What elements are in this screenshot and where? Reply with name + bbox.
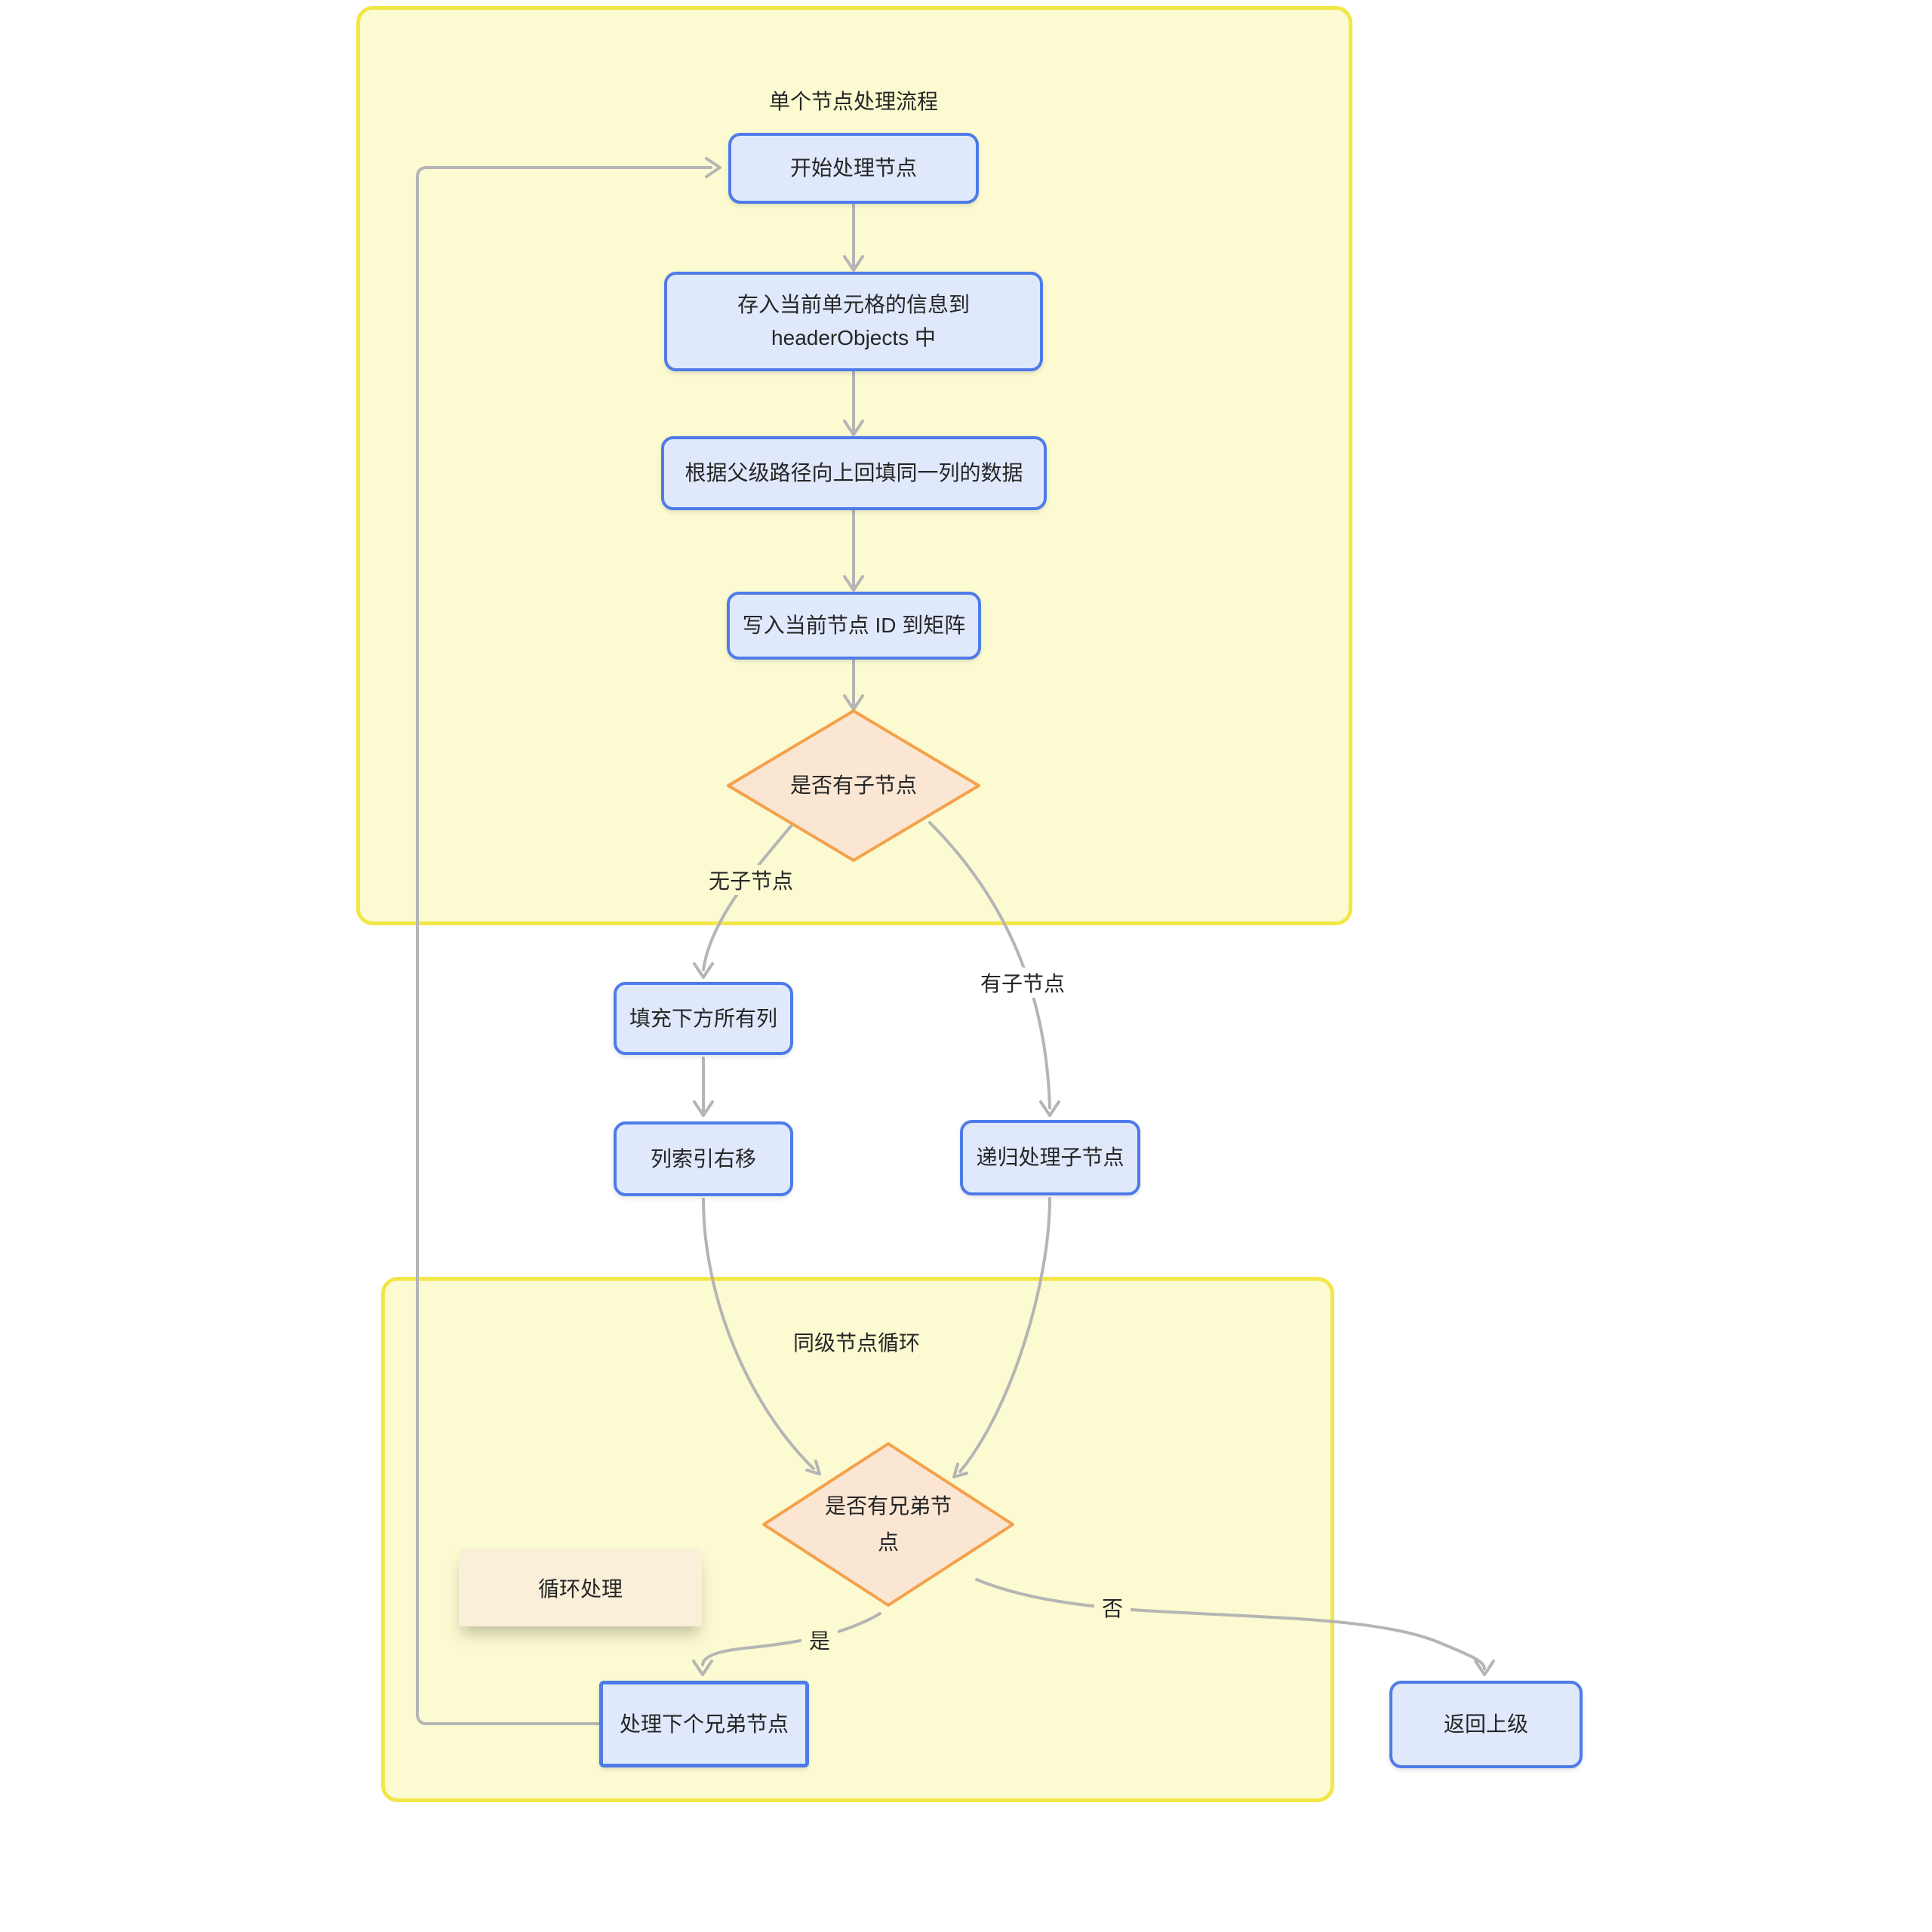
edge-backfill-to-writeid [843, 509, 864, 592]
edge-has-children [928, 821, 1060, 1117]
edge-store-to-backfill [843, 370, 864, 436]
edge-fill-to-shift [693, 1057, 714, 1117]
node-backfill-column: 根据父级路径向上回填同一列的数据 [661, 436, 1047, 510]
edge-loop-back-to-start [416, 157, 721, 1725]
note-loop-processing: 循环处理 [459, 1549, 702, 1626]
arrowhead-icon [805, 1460, 821, 1475]
arrowhead-icon [692, 1660, 713, 1676]
edge-recurse-to-hassibling [952, 1197, 1051, 1478]
node-recurse-children: 递归处理子节点 [960, 1120, 1140, 1195]
edge-no-children [693, 817, 798, 979]
edge-label-no: 否 [1094, 1592, 1131, 1623]
node-store-header-objects: 存入当前单元格的信息到 headerObjects 中 [664, 272, 1043, 371]
arrowhead-icon [843, 420, 864, 436]
decision-has-sibling-label: 是否有兄弟节点 [824, 1494, 952, 1554]
node-next-sibling: 处理下个兄弟节点 [599, 1681, 809, 1767]
arrowhead-icon [952, 1463, 968, 1478]
decision-has-sibling-diamond [762, 1442, 1014, 1607]
arrowhead-icon [705, 157, 721, 178]
edge-writeid-to-haschildren [843, 658, 864, 711]
edge-label-has-children: 有子节点 [970, 968, 1075, 998]
decision-has-children-diamond [727, 709, 980, 862]
arrowhead-icon [843, 575, 864, 592]
section-title-single-node: 单个节点处理流程 [768, 90, 938, 113]
edge-no-return-parent [975, 1578, 1495, 1676]
arrowhead-icon [843, 255, 864, 272]
arrowhead-icon [693, 962, 714, 979]
node-start-processing: 开始处理节点 [728, 133, 979, 204]
node-write-id-matrix: 写入当前节点 ID 到矩阵 [727, 592, 981, 660]
node-fill-columns-below: 填充下方所有列 [614, 982, 793, 1055]
decision-has-children-label: 是否有子节点 [789, 774, 917, 797]
node-shift-column-index: 列索引右移 [614, 1121, 793, 1196]
section-title-sibling-loop: 同级节点循环 [792, 1331, 920, 1355]
edge-label-yes: 是 [801, 1625, 838, 1655]
node-return-parent: 返回上级 [1389, 1681, 1583, 1768]
arrowhead-icon [1039, 1100, 1060, 1117]
edge-shift-to-hassibling [702, 1198, 821, 1475]
edge-label-no-children: 无子节点 [698, 865, 804, 895]
arrowhead-icon [693, 1100, 714, 1117]
edge-yes-next-sibling [692, 1612, 881, 1676]
arrowhead-icon [1474, 1660, 1495, 1676]
edge-start-to-store [843, 202, 864, 272]
